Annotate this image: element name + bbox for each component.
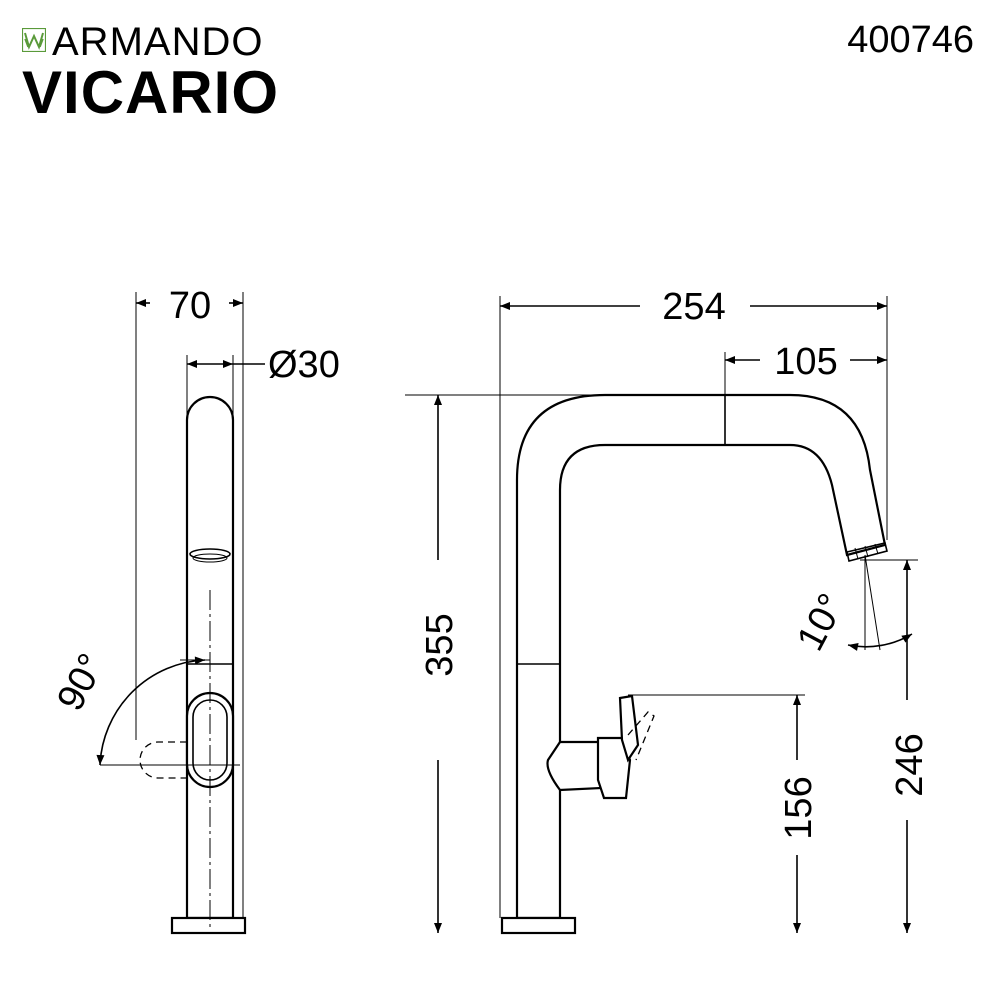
dim-lever-height: 156 [778,776,820,839]
front-view-aerator-detail-2 [864,545,869,558]
dim-side-diameter: Ø30 [268,344,340,386]
side-view: 70 Ø30 90° [49,285,340,935]
front-view-base [500,916,577,935]
dim-side-rotation: 90° [49,647,113,717]
front-view-spout-body [515,393,887,920]
side-view-aerator [189,548,231,560]
dim-front-reach: 105 [774,341,837,383]
spout-angle-ref-tilted [864,554,881,651]
dim-spout-angle: 10° [789,587,853,657]
product-code: 400746 [847,19,974,61]
front-view-lever-housing [546,740,604,792]
side-view-lever-rotated [139,741,187,779]
front-view-lever-handle [618,694,640,763]
side-view-base [170,916,247,935]
spout-angle-arc [847,633,913,651]
dim-spout-height: 246 [889,733,931,796]
dim-front-height: 355 [419,613,461,676]
front-view-aerator [846,542,888,562]
front-view-lever-open [627,711,655,761]
dim-side-width: 70 [169,285,211,327]
armando-vicario-logo-mark-icon [22,28,46,52]
front-view: 254 105 355 246 156 10° [405,286,931,935]
rotation-arc-90 [96,656,206,766]
brand-name-line1: ARMANDO [52,20,264,64]
dim-front-width: 254 [662,286,725,328]
front-view-aerator-detail-3 [874,543,879,555]
side-view-aerator-inner [192,553,228,563]
brand-logo: ARMANDO VICARIO [22,20,302,124]
front-view-aerator-detail-1 [854,547,859,560]
brand-name-line2: VICARIO [22,59,280,126]
